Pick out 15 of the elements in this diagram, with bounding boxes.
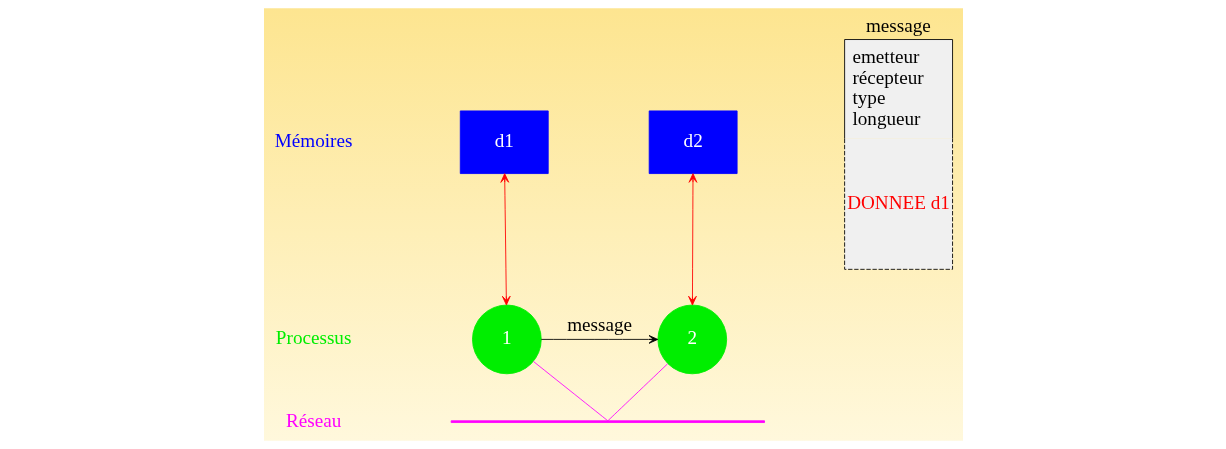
label: Mémoires [274,130,352,152]
node-box: d1 [459,110,549,174]
edge-label: message [566,314,632,336]
arrow [540,335,658,344]
node-label: message [865,15,931,37]
node-bar [450,420,765,423]
connector [607,363,668,422]
node-circle: 2 [656,304,727,375]
connector [532,361,608,422]
label: Processus [275,327,351,349]
arrow [499,173,511,306]
label: Réseau [285,409,341,431]
node-circle: 1 [471,304,542,375]
node-box: d2 [648,110,738,174]
arrow [687,173,697,306]
